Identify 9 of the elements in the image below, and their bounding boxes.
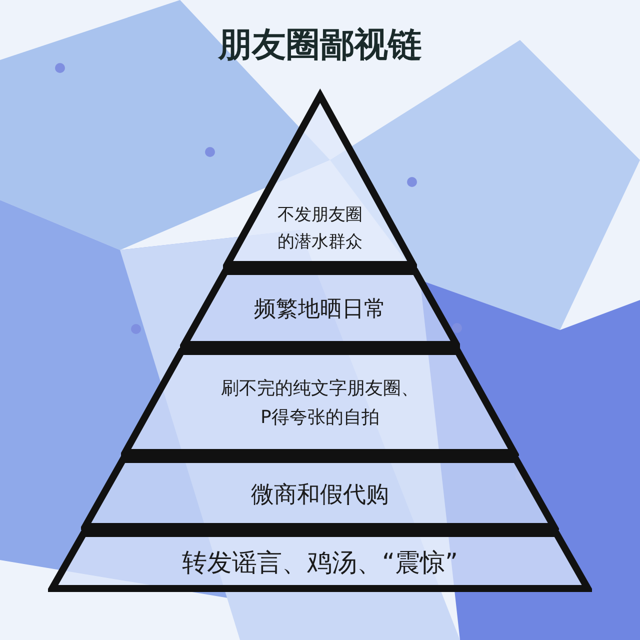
pyramid-layer xyxy=(222,88,418,268)
layer-text: 不发朋友圈的潜水群众 xyxy=(276,204,364,254)
layer-text: 刷不完的纯文字朋友圈、P得夸张的自拍 xyxy=(220,377,420,430)
pyramid-layer xyxy=(48,530,592,592)
pyramid-layer xyxy=(81,456,559,530)
diagram-title: 朋友圈鄙视链 xyxy=(216,24,423,67)
layer-text: 转发谣言、鸡汤、“震惊” xyxy=(181,547,459,579)
layer-text: 微商和假代购 xyxy=(250,480,390,510)
layer-text: 频繁地晒日常 xyxy=(252,296,387,324)
